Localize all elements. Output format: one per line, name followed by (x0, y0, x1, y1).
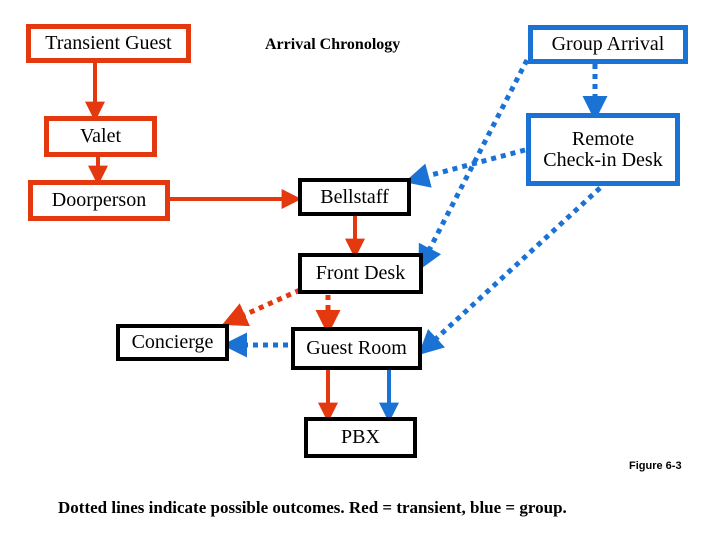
edge-remote-check-in-to-bellstaff (404, 147, 526, 188)
node-pbx[interactable]: PBX (304, 417, 417, 458)
figure-number: Figure 6-3 (629, 460, 682, 472)
node-remote-check-in-desk[interactable]: Remote Check-in Desk (526, 113, 680, 186)
edge-front-desk-to-concierge (222, 287, 302, 327)
edge-remote-check-in-to-guest-room (418, 186, 602, 356)
node-group-arrival[interactable]: Group Arrival (528, 25, 688, 64)
node-transient-guest[interactable]: Transient Guest (26, 24, 191, 63)
node-valet[interactable]: Valet (44, 116, 157, 157)
edge-group-arrival-to-front-desk (418, 58, 530, 271)
node-doorperson[interactable]: Doorperson (28, 180, 170, 221)
node-front-desk[interactable]: Front Desk (298, 253, 423, 294)
node-label: Front Desk (315, 262, 406, 285)
node-label: Group Arrival (551, 33, 665, 56)
node-bellstaff[interactable]: Bellstaff (298, 178, 411, 216)
node-label: Doorperson (51, 189, 147, 212)
node-label: Concierge (131, 331, 214, 354)
node-guest-room[interactable]: Guest Room (291, 327, 422, 370)
node-label: Valet (79, 125, 122, 148)
node-label: Remote Check-in Desk (543, 127, 663, 171)
figure-caption: Dotted lines indicate possible outcomes.… (58, 498, 567, 517)
node-concierge[interactable]: Concierge (116, 324, 229, 361)
figure-title: Arrival Chronology (265, 36, 401, 53)
node-label: Guest Room (306, 337, 407, 360)
node-label: Transient Guest (45, 32, 172, 55)
node-label: PBX (341, 426, 380, 449)
node-label: Bellstaff (320, 185, 389, 208)
